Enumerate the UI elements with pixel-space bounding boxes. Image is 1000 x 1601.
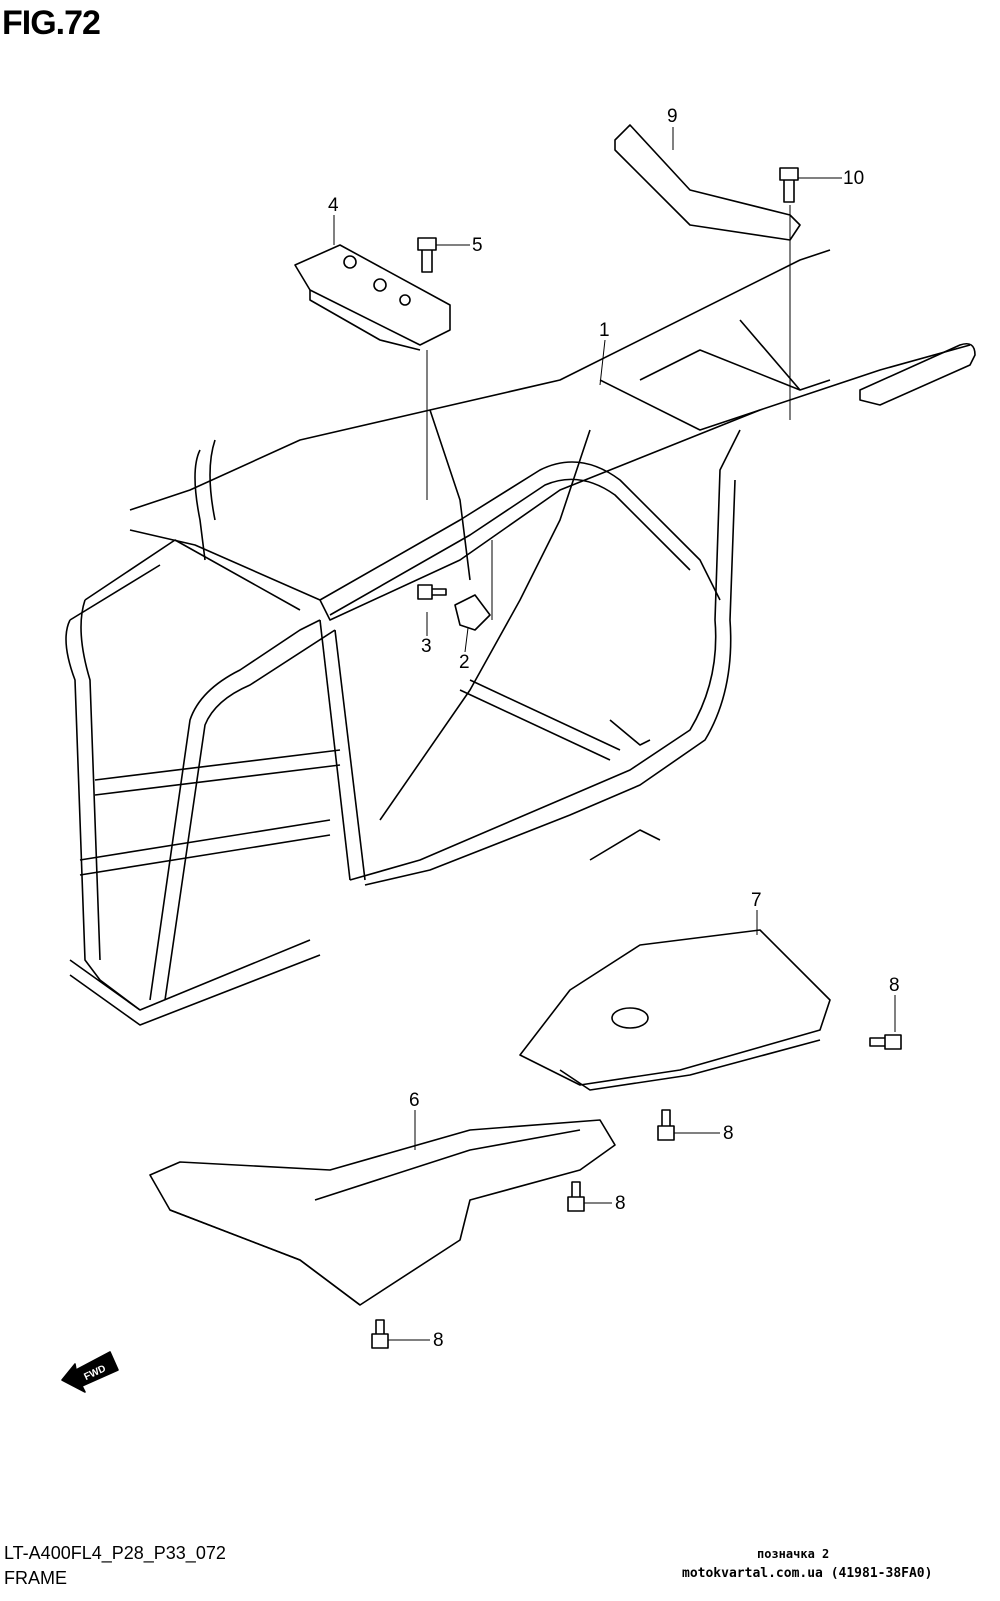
callout-1: 1 (599, 320, 610, 341)
diagram-name: FRAME (4, 1568, 67, 1588)
callout-5: 5 (472, 235, 483, 256)
callout-3: 3 (421, 636, 432, 657)
callout-7: 7 (751, 890, 762, 911)
skid-plate-part-6 (149, 1119, 616, 1306)
skid-plate-part-7 (519, 929, 831, 1091)
callout-4: 4 (328, 195, 339, 216)
callout-10: 10 (843, 168, 865, 189)
bracket-part-4 (294, 244, 451, 351)
figure-title: FIG.72 (2, 4, 101, 42)
callout-6: 6 (409, 1090, 420, 1111)
bolt-8a (869, 1034, 902, 1050)
callout-8: 8 (889, 975, 900, 996)
bolt-3 (417, 584, 447, 600)
bracket-part-9 (614, 124, 801, 241)
plate-part-2 (454, 594, 491, 631)
callout-8: 8 (615, 1193, 626, 1214)
bolt-8d (371, 1319, 389, 1349)
model-code: LT-A400FL4_P28_P33_072 (4, 1543, 226, 1563)
bolt-8c (567, 1181, 585, 1212)
frame-part-1 (65, 249, 976, 1026)
bolts (371, 167, 902, 1349)
bolt-8b (657, 1109, 675, 1141)
watermark-line2: motokvartal.com.ua (41981-38FA0) (682, 1566, 933, 1581)
callout-8: 8 (723, 1123, 734, 1144)
leader-lines (333, 127, 896, 1341)
callout-2: 2 (459, 652, 470, 673)
bolt-5 (417, 237, 437, 273)
callout-9: 9 (667, 106, 678, 127)
watermark-line1: позначка 2 (757, 1547, 830, 1561)
callout-8: 8 (433, 1330, 444, 1351)
bolt-10 (779, 167, 799, 203)
forward-arrow-icon: FWD (61, 1351, 119, 1393)
